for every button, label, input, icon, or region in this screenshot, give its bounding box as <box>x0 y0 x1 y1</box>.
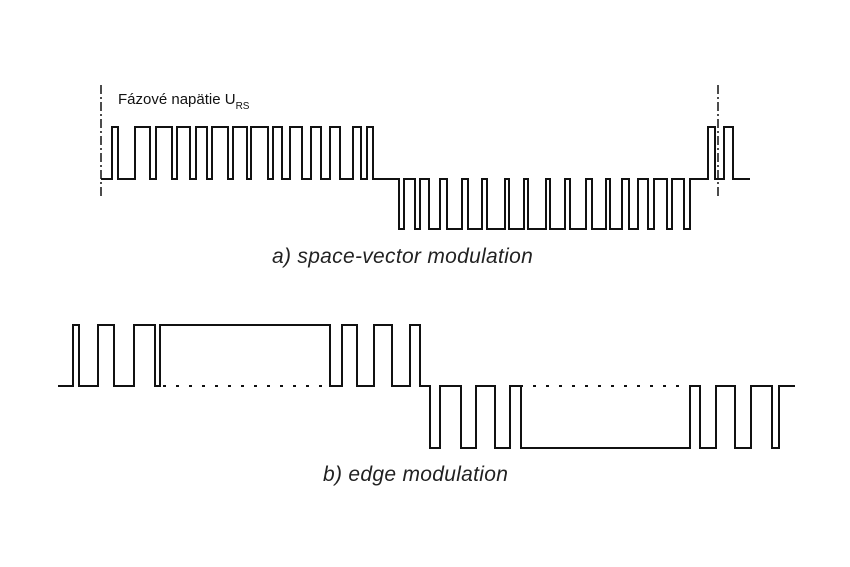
edge-modulation-caption: b) edge modulation <box>323 463 508 486</box>
phase-voltage-label: Fázové napätie URS <box>118 91 250 112</box>
space-vector-waveform <box>101 126 750 230</box>
edge-modulation-panel: b) edge modulation <box>58 324 795 486</box>
edge-modulation-waveform <box>58 324 795 449</box>
space-vector-caption: a) space-vector modulation <box>272 245 533 268</box>
space-vector-panel: Fázové napätie URS a) space-vector modul… <box>100 85 750 268</box>
